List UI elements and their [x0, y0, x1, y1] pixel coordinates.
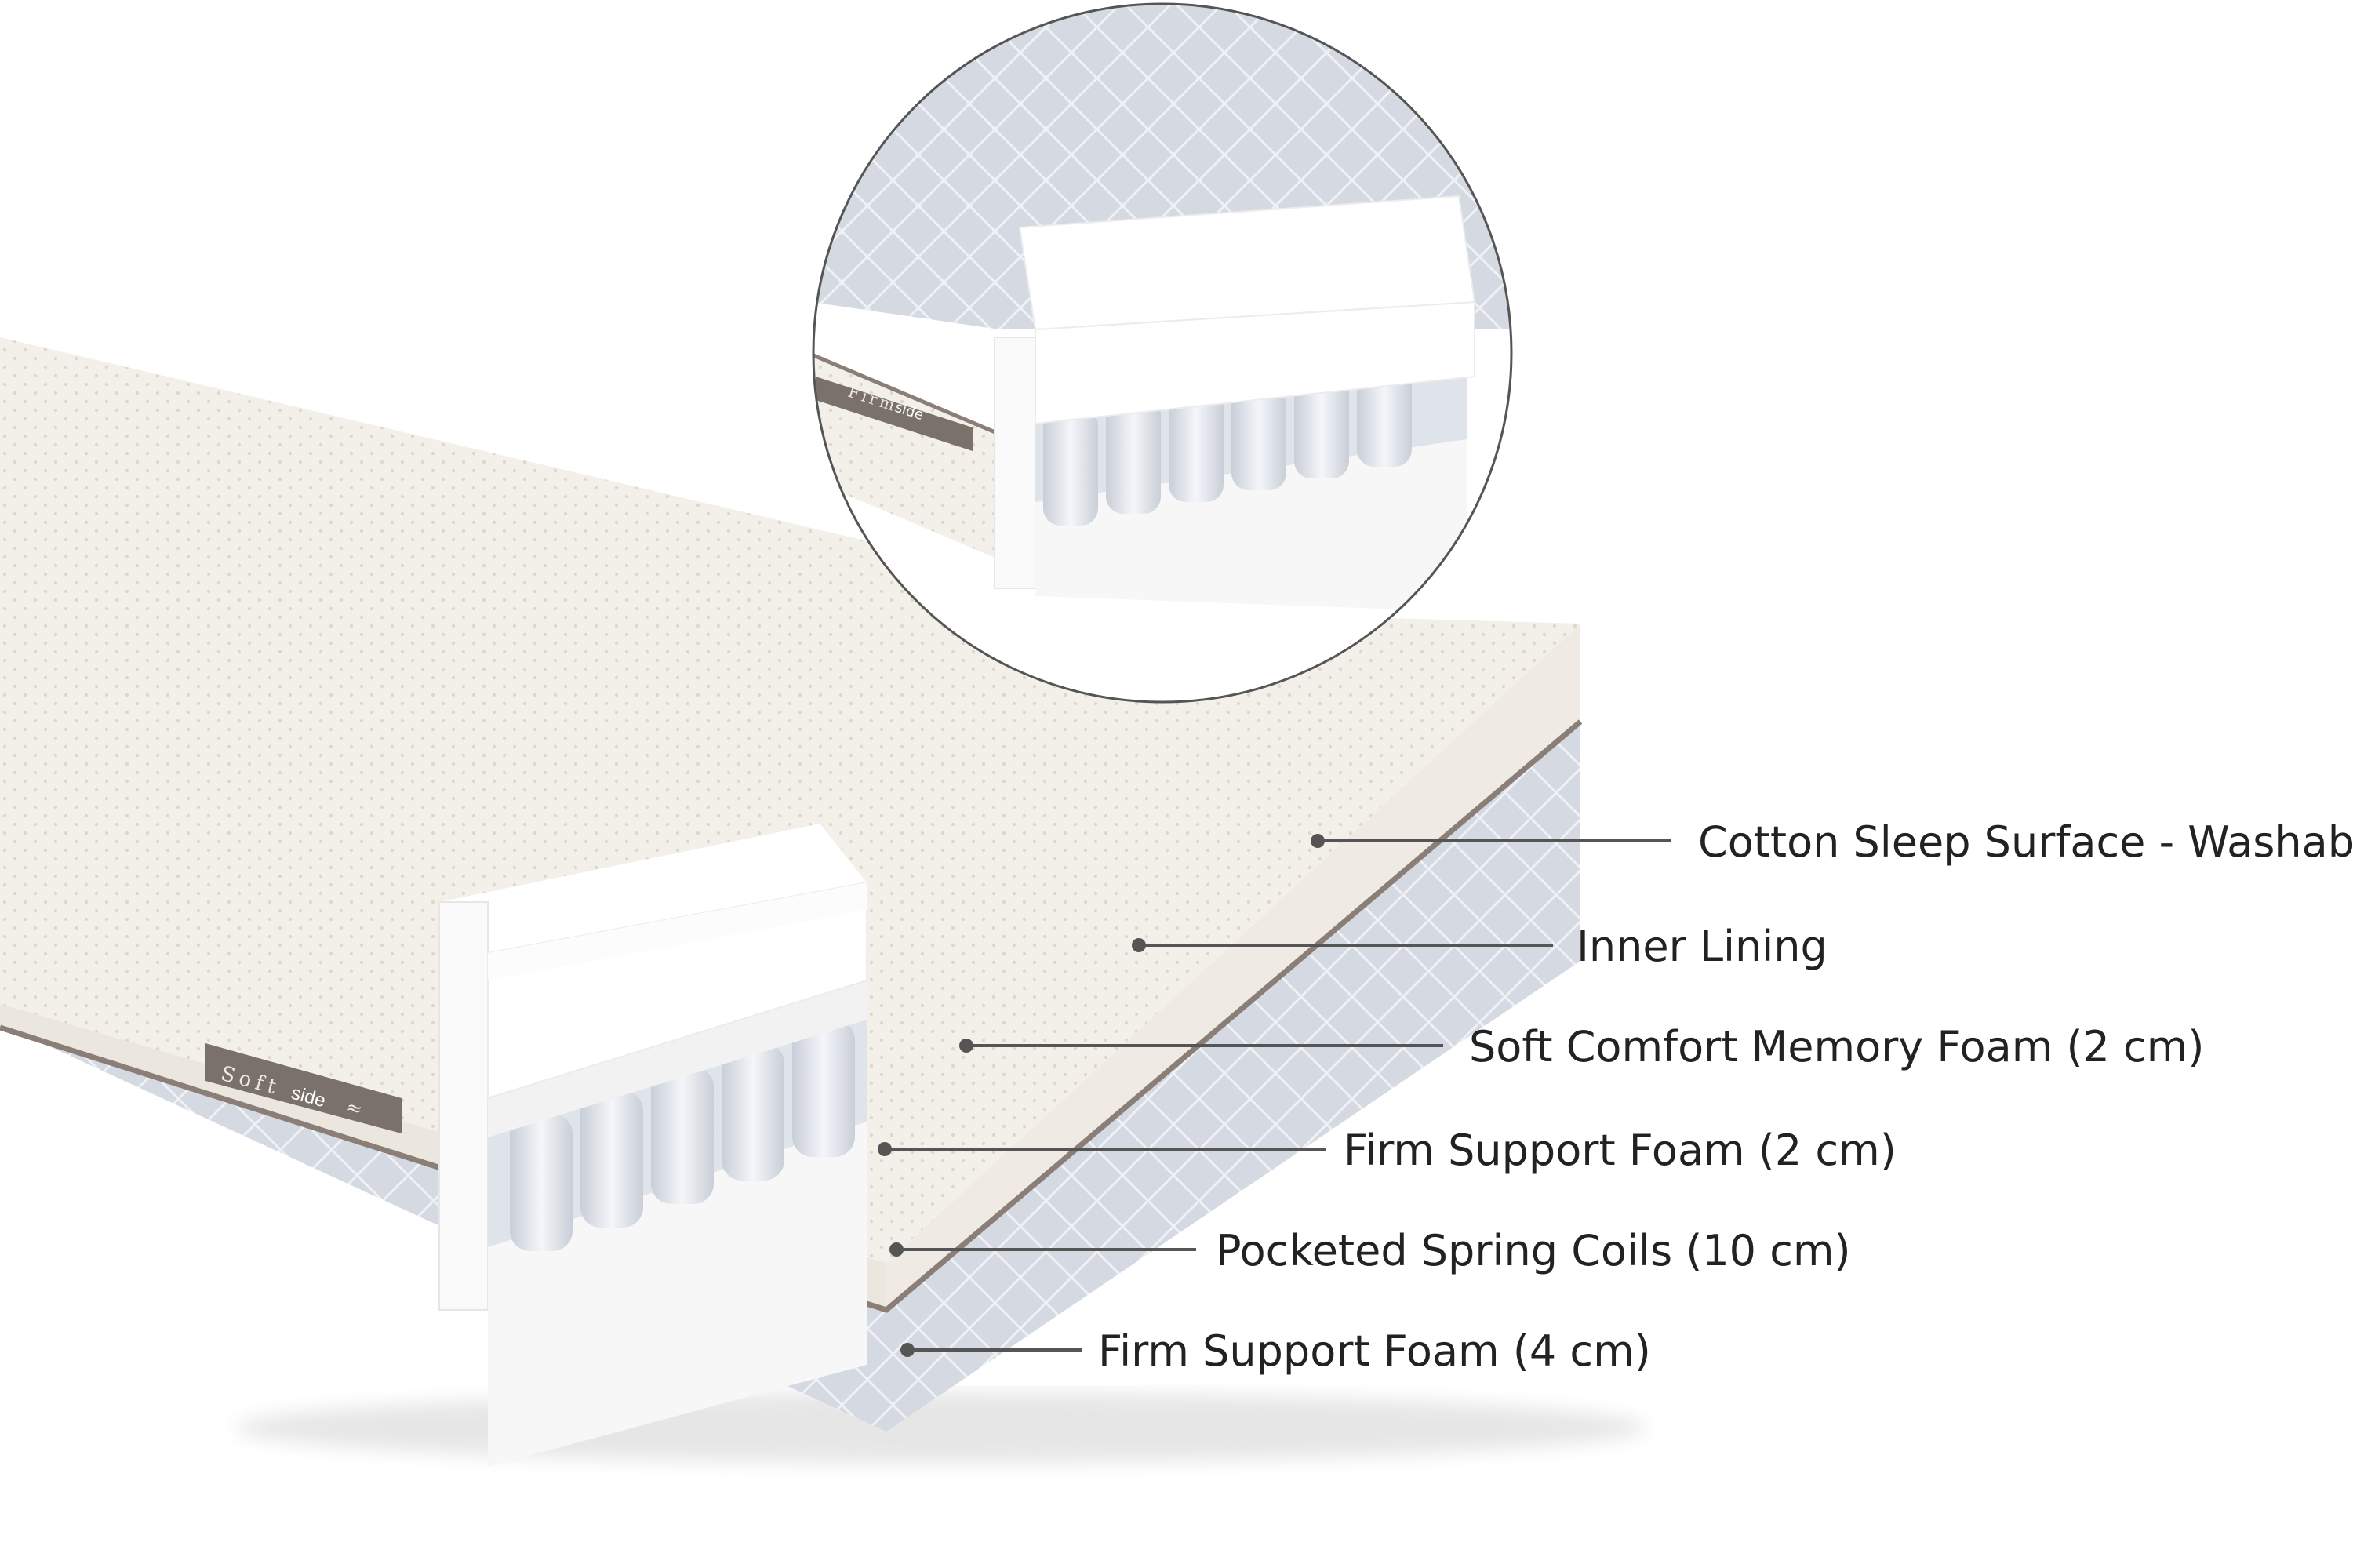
firm-side-tag: Firm side: [816, 377, 973, 451]
label-sleep-surface: Cotton Sleep Surface - Washable: [1698, 817, 2353, 867]
firm-foam-bottom-block: [488, 1122, 867, 1467]
label-firm-foam-top: Firm Support Foam (2 cm): [1344, 1126, 1897, 1175]
zoom-circle-outline: [812, 2, 1513, 704]
label-firm-foam-bottom: Firm Support Foam (4 cm): [1098, 1326, 1651, 1376]
label-memory-foam: Soft Comfort Memory Foam (2 cm): [1469, 1022, 2204, 1071]
callout-firm-foam-bottom: Firm Support Foam (4 cm): [900, 1326, 1651, 1376]
callout-inner-lining: Inner Lining: [1132, 922, 1827, 971]
mattress-cover-rim: [886, 624, 1580, 1310]
firm-foam-top-block: [488, 980, 867, 1137]
main-mattress: Soft side ≈: [0, 337, 1647, 1467]
callout-spring-coils: Pocketed Spring Coils (10 cm): [889, 1226, 1851, 1275]
label-inner-lining: Inner Lining: [1577, 922, 1827, 971]
callout-sleep-surface: Cotton Sleep Surface - Washable: [1311, 817, 2353, 867]
spring-coils-zoom: [1043, 349, 1412, 526]
zoom-inset: Firm side: [812, 2, 1513, 704]
mattress-cover-top: [0, 337, 1580, 1263]
spring-coils-main: [510, 1020, 855, 1251]
callout-memory-foam: Soft Comfort Memory Foam (2 cm): [959, 1022, 2204, 1071]
mattress-piping: [0, 719, 1583, 1313]
label-spring-coils: Pocketed Spring Coils (10 cm): [1216, 1226, 1851, 1275]
callout-firm-foam-top: Firm Support Foam (2 cm): [878, 1126, 1897, 1175]
